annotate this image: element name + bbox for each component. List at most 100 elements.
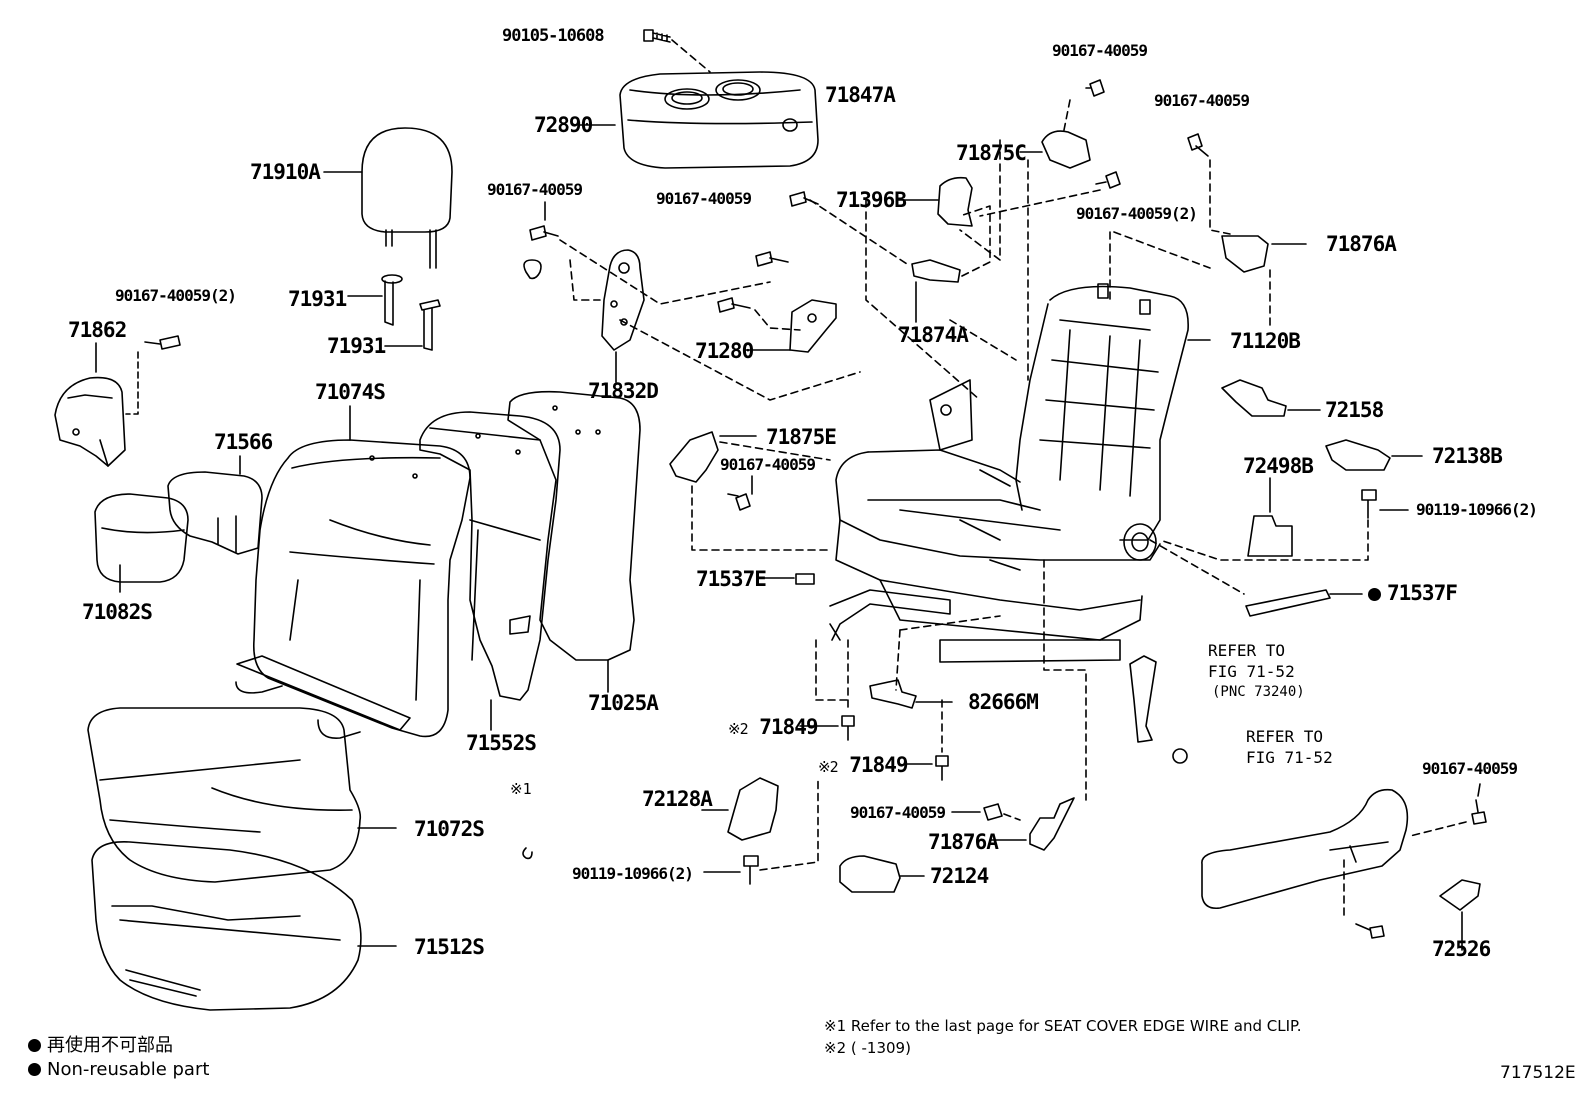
part-label: 90167-40059 — [656, 189, 752, 208]
legend-text: Non-reusable part — [47, 1059, 210, 1080]
bracket-72158-drawing — [1221, 379, 1287, 417]
part-label: 90167-40059(2) — [115, 286, 237, 305]
rail-drawing — [829, 589, 951, 641]
part-label: 90119-10966(2) — [1416, 500, 1538, 519]
part-label: 71025A — [588, 691, 659, 715]
bracket-71874a-drawing — [911, 259, 961, 283]
bolt-drawing — [841, 715, 855, 741]
footnote: ※1 Refer to the last page for SEAT COVER… — [824, 1017, 1302, 1035]
refer-note: FIG 71-52 — [1246, 748, 1333, 767]
part-label: 90167-40059 — [1154, 91, 1250, 110]
screw-drawing — [1187, 133, 1209, 157]
part-label: 90167-40059 — [720, 455, 816, 474]
screw-drawing — [789, 191, 819, 207]
screw-drawing — [717, 251, 789, 313]
side-trim-drawing — [1201, 788, 1409, 910]
part-label: 71537E — [696, 567, 767, 591]
legend-text: 再使用不可部品 — [47, 1035, 173, 1056]
part-label: 71566 — [214, 430, 273, 454]
part-label: 90167-40059 — [1052, 41, 1148, 60]
bolt-drawing — [935, 755, 949, 781]
seatback-cover-drawing — [235, 439, 471, 739]
screw-drawing — [1085, 79, 1105, 97]
seatback-pad-drawing — [419, 411, 561, 701]
part-label: 71396B — [836, 188, 907, 212]
part-label: 90167-40059 — [1422, 759, 1518, 778]
cover-71082s-drawing — [94, 493, 189, 583]
refer-note: REFER TO — [1208, 641, 1286, 660]
non-reusable-part-label: 71537F — [1368, 581, 1458, 605]
cushion-pad-drawing — [91, 841, 362, 1011]
part-label: 90167-40059(2) — [1076, 204, 1198, 223]
screw-drawing — [1355, 799, 1487, 939]
bolt-drawing — [1361, 489, 1377, 519]
buckle-drawing — [1129, 655, 1188, 764]
part-label: 71082S — [82, 600, 153, 624]
footnote: ※2 ( -1309) — [824, 1039, 911, 1057]
non-reusable-dot-icon — [28, 1039, 41, 1052]
cover-72124-drawing — [839, 855, 901, 893]
note-mark: ※1 — [510, 780, 532, 798]
refer-note: REFER TO — [1246, 727, 1324, 746]
screw-drawing — [983, 803, 1003, 821]
part-label: 71875C — [956, 141, 1027, 165]
guide-drawing — [381, 274, 441, 351]
screw-drawing — [529, 225, 559, 241]
note-mark-text: ※2 — [728, 720, 749, 738]
wire-71537f-drawing — [1245, 589, 1331, 617]
cover-72498b-drawing — [1247, 515, 1293, 557]
part-label: 72128A — [642, 787, 713, 811]
refer-note: FIG 71-52 — [1208, 662, 1295, 681]
part-label: 71876A — [1326, 232, 1397, 256]
part-label: 71931 — [327, 334, 386, 358]
part-label: 90167-40059 — [850, 803, 946, 822]
part-label: 71876A — [928, 830, 999, 854]
bracket-72138b-drawing — [1325, 439, 1391, 471]
part-label: 72124 — [930, 864, 989, 888]
bracket-71875e-drawing — [669, 431, 719, 483]
part-label: 90167-40059 — [487, 180, 583, 199]
bracket-71876a-top-drawing — [1221, 235, 1269, 273]
part-label: 71072S — [414, 817, 485, 841]
cushion-cover-drawing — [87, 707, 362, 883]
hinge-cover-drawing — [601, 249, 645, 351]
note-mark: ※2 71849 — [818, 755, 908, 776]
hinge-71280-drawing — [789, 299, 837, 353]
clip-edge-drawing — [522, 847, 533, 860]
cover-72526-drawing — [1439, 879, 1481, 911]
note-mark: ※2 71849 — [728, 715, 818, 739]
screw-drawing — [1095, 171, 1121, 189]
part-label: 71847A — [825, 83, 896, 107]
part-label: 82666M — [968, 690, 1039, 714]
part-label: 71512S — [414, 935, 485, 959]
screw-drawing — [144, 335, 181, 350]
part-label: 72498B — [1243, 454, 1314, 478]
part-label: 72138B — [1432, 444, 1503, 468]
cover-71862-drawing — [54, 376, 126, 467]
headrest-drawing — [361, 127, 453, 269]
part-label: 71874A — [898, 323, 969, 347]
cover-71566-drawing — [167, 471, 263, 555]
part-label: 71537F — [1387, 581, 1458, 605]
bracket-71396b-drawing — [937, 176, 973, 227]
part-label: 72158 — [1325, 398, 1384, 422]
part-label: 90105-10608 — [502, 26, 605, 46]
part-label: 71552S — [466, 731, 537, 755]
non-reusable-dot-icon — [1368, 588, 1381, 601]
legend-en: Non-reusable part — [28, 1061, 209, 1079]
clip-drawing — [523, 259, 542, 280]
screw-drawing — [727, 493, 751, 511]
seatback-foam-drawing — [507, 390, 641, 661]
part-label: 71849 — [759, 715, 818, 739]
figure-id: 717512E — [1500, 1063, 1576, 1083]
clip-71537e-drawing — [795, 573, 815, 585]
part-label: 71931 — [288, 287, 347, 311]
part-label: 71910A — [250, 160, 321, 184]
bracket-71876a-bottom-drawing — [1029, 797, 1075, 851]
bracket-71875c-drawing — [1041, 130, 1091, 169]
refer-note: (PNC 73240) — [1212, 684, 1305, 700]
part-label: 71280 — [695, 339, 754, 363]
part-label: 71074S — [315, 380, 386, 404]
